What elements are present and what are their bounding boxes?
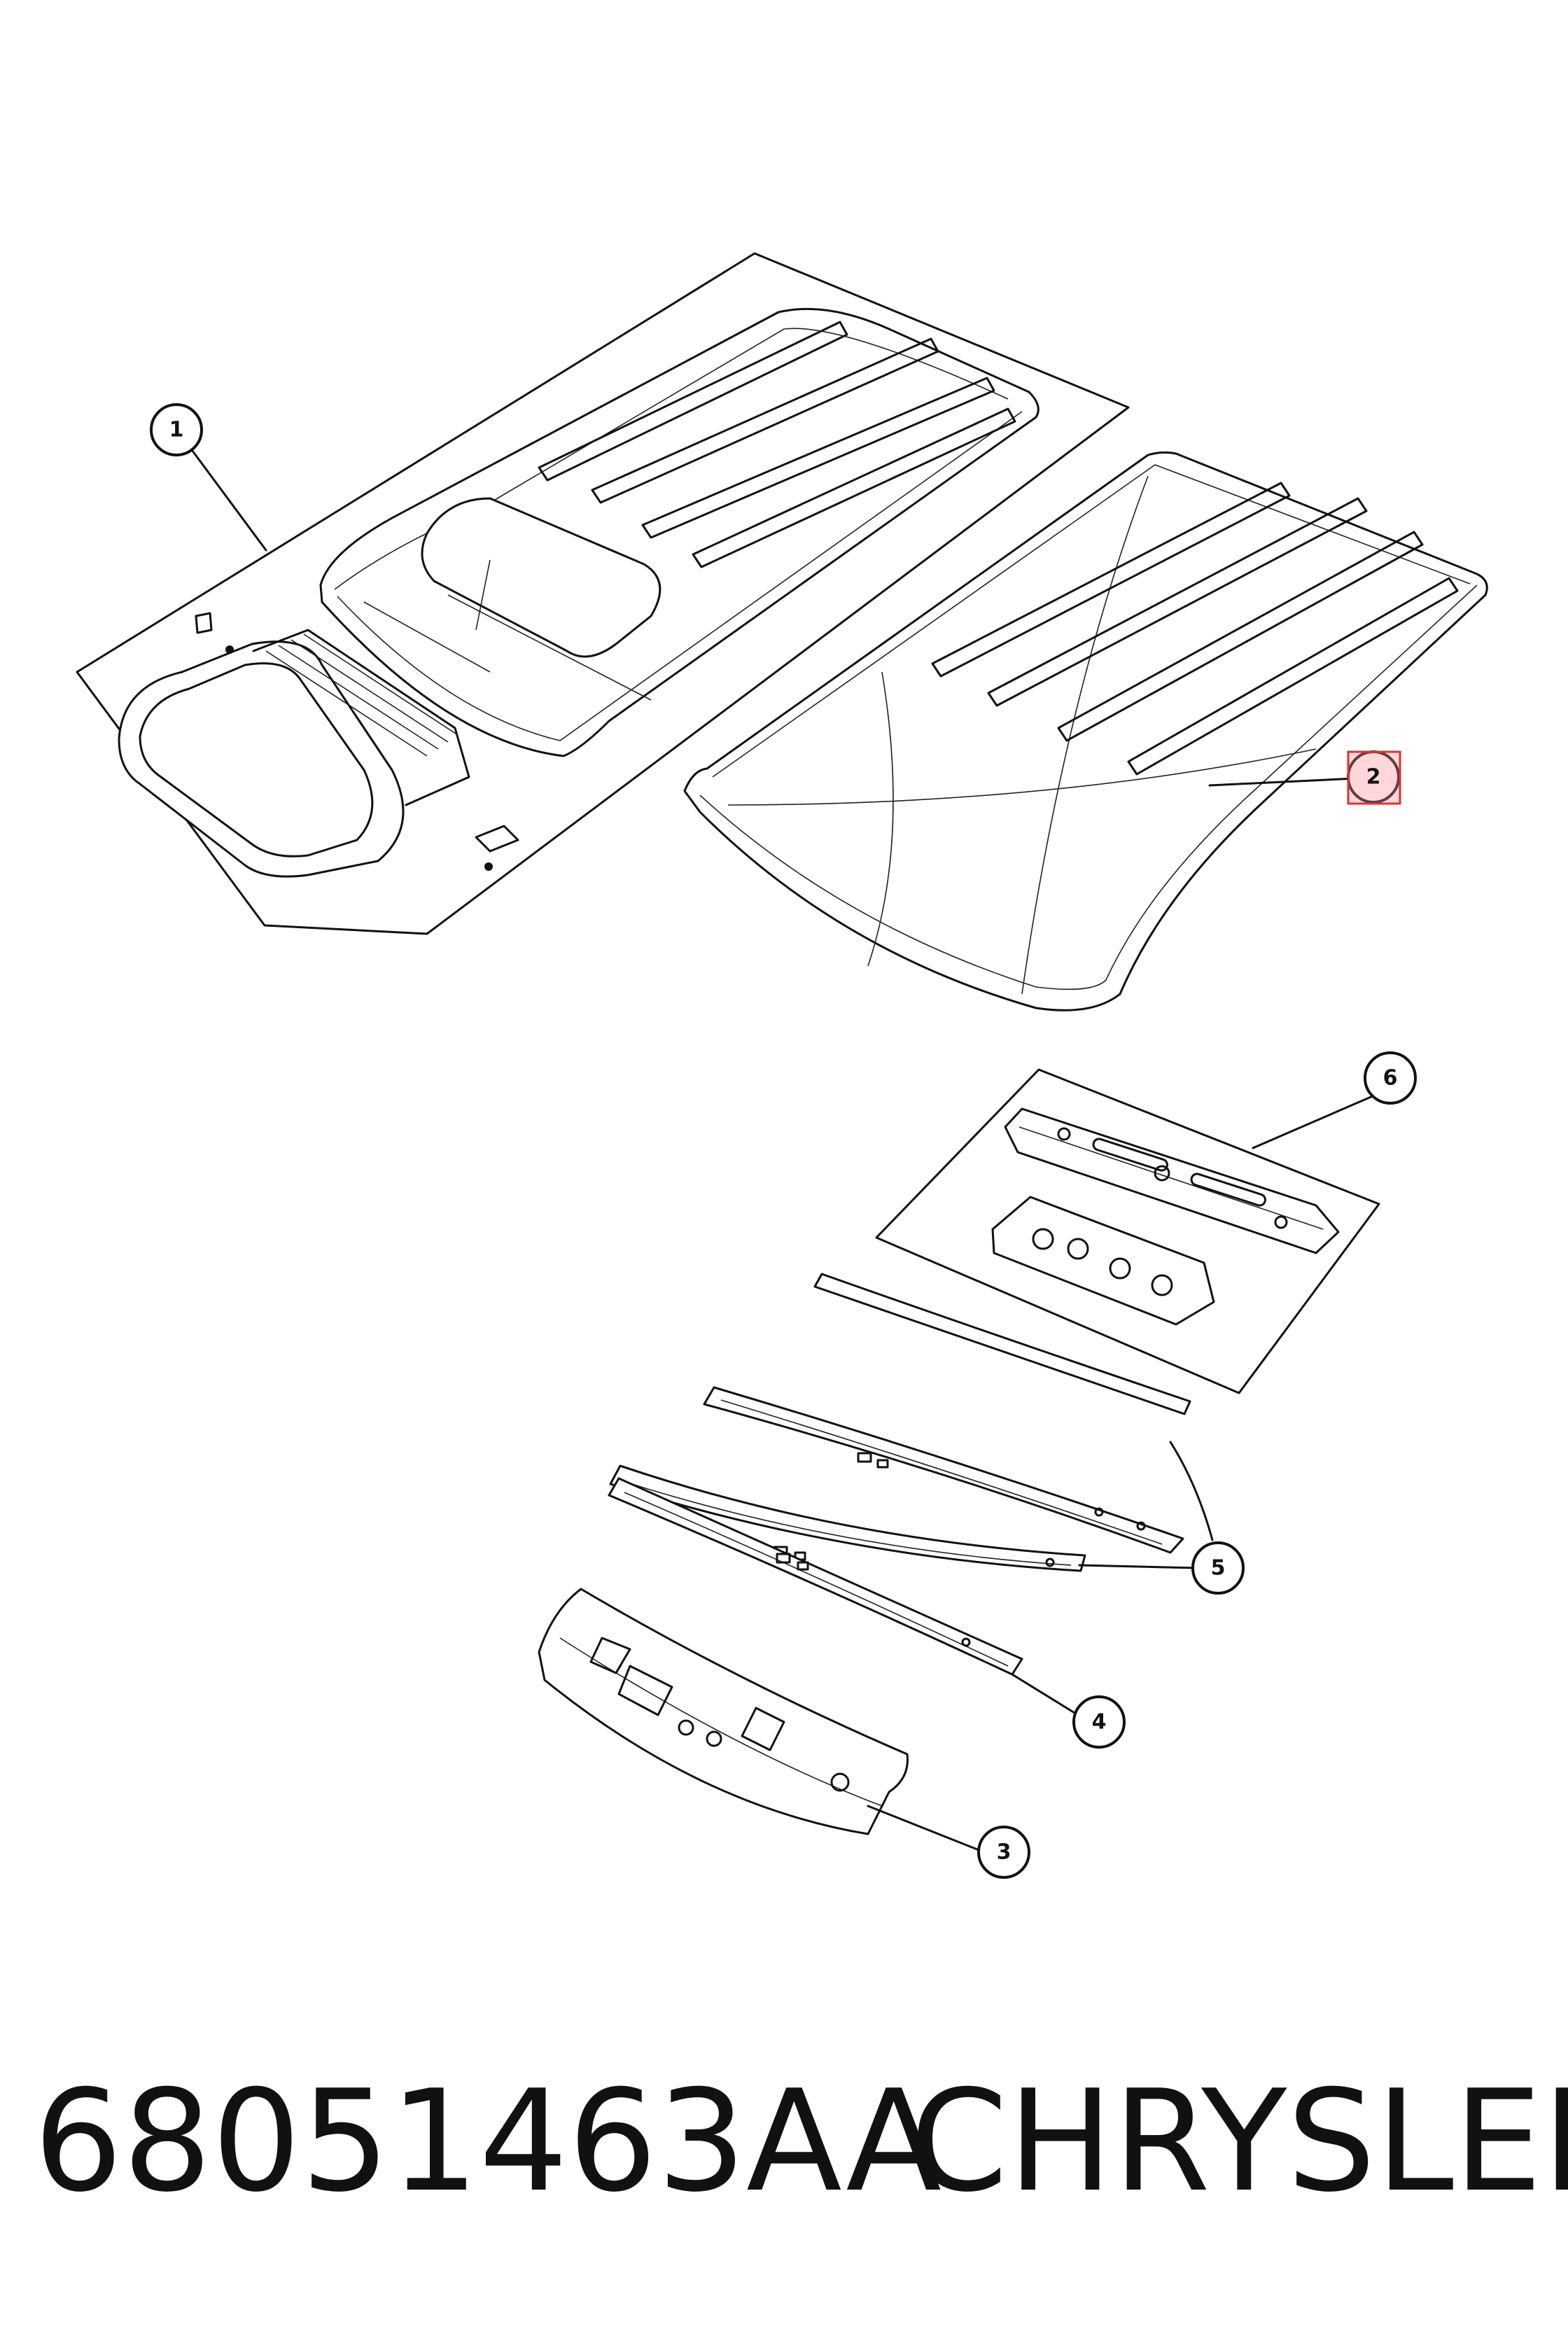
front-header xyxy=(538,1588,979,1851)
callout-6-label: 6 xyxy=(1383,1066,1398,1091)
callout-3-label: 3 xyxy=(997,1840,1011,1865)
callout-5: 5 xyxy=(1191,1541,1245,1595)
callout-2-label: 2 xyxy=(1366,765,1381,790)
part-number: 68051463AA xyxy=(34,2060,942,2223)
callout-3: 3 xyxy=(977,1826,1030,1879)
callout-1-label: 1 xyxy=(169,418,184,442)
roof-bow-assembly xyxy=(875,1068,1380,1394)
callout-2-highlight xyxy=(1347,750,1401,805)
callout-1: 1 xyxy=(150,403,203,456)
roof-bow-5 xyxy=(609,1273,1214,1572)
callout-5-label: 5 xyxy=(1211,1556,1226,1581)
callout-4-label: 4 xyxy=(1092,1710,1107,1735)
roof-bow-4 xyxy=(608,1477,1079,1716)
callout-4: 4 xyxy=(1072,1695,1126,1749)
brand-name: CHRYSLER xyxy=(910,2060,1568,2223)
callout-2[interactable]: 2 xyxy=(1347,750,1401,805)
roof-panel xyxy=(683,451,1488,1011)
callout-6: 6 xyxy=(1364,1051,1417,1105)
roof-panel-with-sunroof xyxy=(76,252,1130,935)
